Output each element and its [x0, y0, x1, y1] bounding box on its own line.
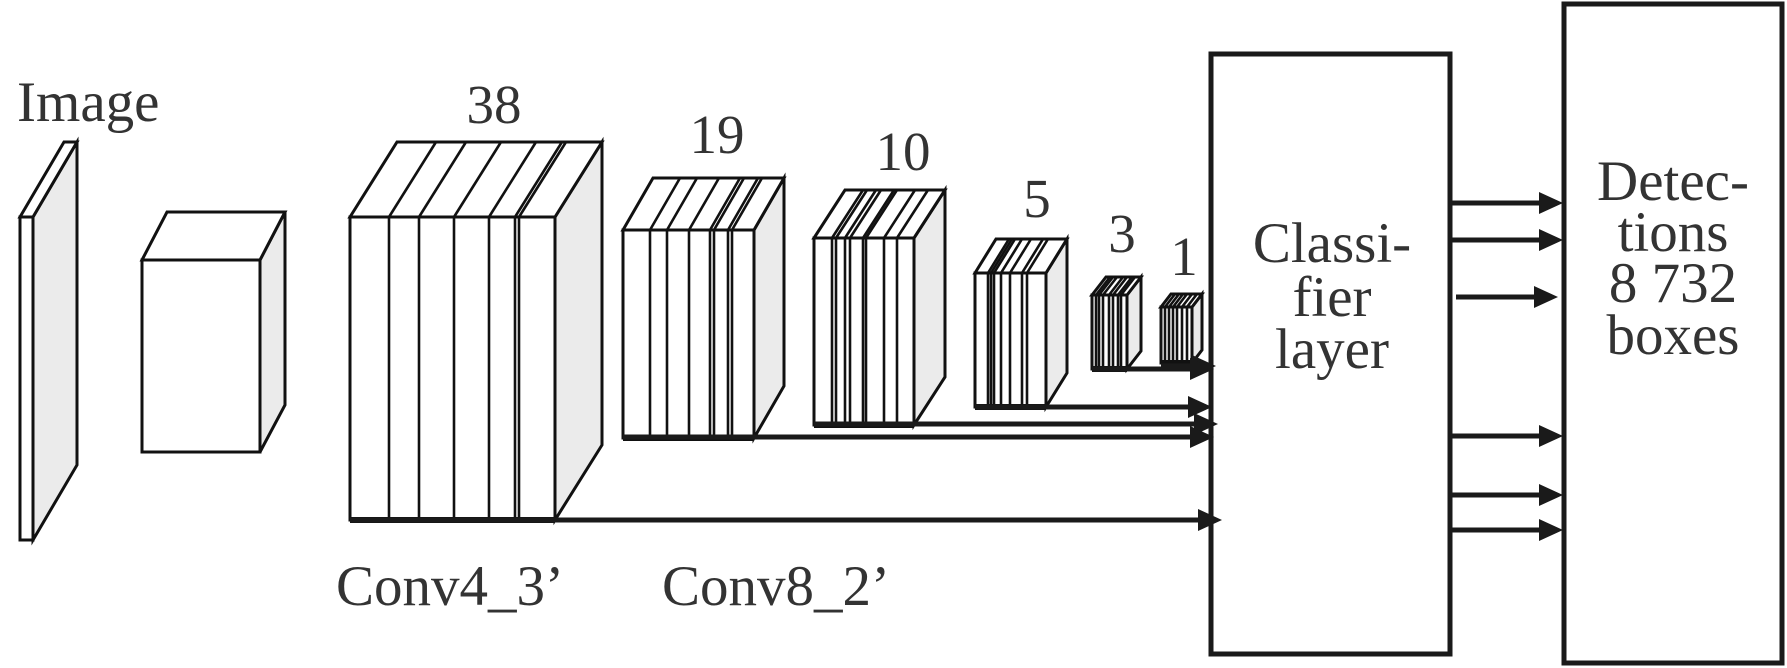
input-image-plane — [17, 136, 80, 546]
feature-map-size-label-1: 1 — [1170, 226, 1198, 287]
feature-map-slice-top-line — [487, 141, 538, 218]
arrow-group — [350, 192, 1563, 541]
arrow-classifier-to-detections-6 — [1452, 519, 1563, 541]
detections-box — [1561, 1, 1785, 666]
feature-map-size-label-10: 10 — [876, 121, 931, 182]
feature-map-slice-top-line — [665, 177, 699, 231]
arrow-head-icon — [1198, 509, 1222, 531]
arrow-fm3-to-classifier — [1092, 358, 1214, 380]
feature-map-block-3 — [1088, 272, 1145, 374]
feature-map-slice-top-line — [864, 189, 899, 239]
arrow-head-icon — [1194, 413, 1218, 435]
arrow-fm5-to-classifier — [975, 396, 1212, 418]
arrow-head-icon — [1539, 425, 1563, 447]
feature-map-block-10 — [811, 184, 948, 431]
feature-map-slice-top-line — [712, 177, 746, 231]
arrow-fm10-to-classifier — [814, 413, 1218, 435]
feature-map-slice-top-line — [882, 189, 917, 239]
feature-map-block-1 — [1157, 289, 1206, 368]
feature-map-size-label-3: 3 — [1108, 203, 1136, 264]
feature-map-slice-top-line — [726, 177, 760, 231]
classifier-label-line-1: Classi- — [1253, 212, 1411, 275]
arrow-head-icon — [1188, 396, 1212, 418]
feature-map-slice-top-line — [1116, 276, 1134, 296]
feature-map-slice-top-line — [1111, 276, 1129, 296]
detections-label-line-4: boxes — [1607, 304, 1740, 367]
classifier-label-line-3: layer — [1275, 318, 1389, 381]
feature-map-block-19 — [620, 172, 787, 444]
feature-map-slice-top-line — [687, 177, 721, 231]
feature-map-slice-top-line — [1107, 276, 1125, 296]
arrow-head-icon — [1190, 426, 1214, 448]
arrow-classifier-to-detections-1 — [1452, 192, 1563, 214]
arrow-classifier-to-detections-4 — [1450, 425, 1563, 447]
feature-map-size-label-19: 19 — [690, 104, 745, 165]
base-network-block — [139, 210, 288, 454]
feature-map-slice-top-line — [1101, 276, 1119, 296]
feature-map-size-label-5: 5 — [1023, 168, 1051, 229]
feature-map-slice-top-line — [452, 141, 503, 218]
feature-map-slice-top-line — [848, 189, 883, 239]
feature-map-slice-top-line — [1020, 238, 1045, 274]
conv4-3-label: Conv4_3’ — [336, 555, 564, 618]
arrow-head-icon — [1534, 286, 1558, 308]
feature-map-slice-top-line — [843, 189, 878, 239]
detections-label-line-3: 8 732 — [1609, 252, 1737, 315]
feature-map-slice-top-line — [517, 141, 568, 218]
feature-map-slice-top-line — [1008, 238, 1033, 274]
feature-map-slice-top-line — [861, 189, 896, 239]
base-block-top-face — [139, 210, 288, 262]
feature-map-slice-top-line — [986, 238, 1011, 274]
feature-map-slice-top-line — [1163, 293, 1177, 308]
arrow-head-icon — [1539, 229, 1563, 251]
arrow-head-icon — [1190, 358, 1214, 380]
input-image-label: Image — [17, 71, 159, 134]
feature-map-slice-top-line — [1180, 293, 1194, 308]
feature-map-slice-top-line — [708, 177, 742, 231]
detections-label-line-2: tions — [1618, 201, 1729, 264]
classifier-layer-box — [1208, 51, 1453, 657]
base-block-front-face — [140, 258, 262, 454]
feature-map-front-face — [348, 215, 557, 522]
classifier-label-line-2: fier — [1292, 266, 1371, 329]
feature-map-slice-top-line — [1185, 293, 1199, 308]
feature-map-slice-top-line — [648, 177, 682, 231]
arrow-head-icon — [1539, 192, 1563, 214]
arrow-fm38-to-classifier — [350, 509, 1222, 531]
feature-map-slice-top-line — [1171, 293, 1185, 308]
feature-map-slice-top-line — [1097, 276, 1115, 296]
feature-map-block-38 — [347, 136, 605, 526]
feature-map-slice-top-line — [999, 238, 1024, 274]
feature-map-slice-top-line — [895, 189, 930, 239]
feature-map-size-label-38: 38 — [467, 74, 522, 135]
detections-label-line-1: Detec- — [1597, 150, 1749, 213]
feature-map-block-5 — [972, 233, 1070, 413]
feature-map-slice-top-line — [834, 189, 869, 239]
arrow-head-icon — [1539, 484, 1563, 506]
arrow-fm19-to-classifier — [623, 426, 1214, 448]
feature-map-slice-top-line — [1175, 293, 1189, 308]
arrow-head-icon — [1539, 519, 1563, 541]
input-plane-front-face — [18, 215, 35, 542]
feature-map-slice-top-line — [387, 141, 438, 218]
arrow-classifier-to-detections-5 — [1452, 484, 1563, 506]
feature-map-slice-top-line — [1025, 238, 1050, 274]
feature-map-slice-top-line — [417, 141, 468, 218]
feature-map-slice-top-line — [1094, 276, 1112, 296]
arrow-classifier-to-detections-3 — [1456, 286, 1558, 308]
feature-map-slice-top-line — [1119, 276, 1137, 296]
arrow-classifier-to-detections-2 — [1452, 229, 1563, 251]
feature-map-slice-top-line — [513, 141, 564, 218]
conv8-2-label: Conv8_2’ — [662, 555, 890, 618]
feature-map-slice-top-line — [989, 238, 1014, 274]
feature-map-slice-top-line — [1167, 293, 1181, 308]
feature-map-slice-top-line — [730, 177, 764, 231]
feature-map-slice-top-line — [830, 189, 865, 239]
feature-map-slice-top-line — [992, 238, 1017, 274]
feature-map-stack — [347, 136, 1206, 526]
